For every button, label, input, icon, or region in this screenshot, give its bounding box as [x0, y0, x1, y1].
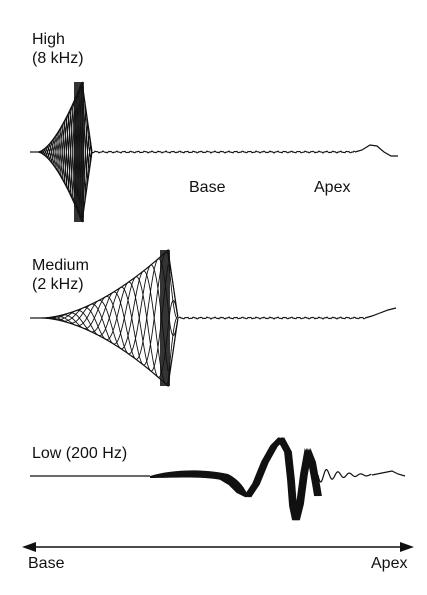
- medium-label-line1: Medium: [32, 257, 89, 274]
- axis-arrowhead-right: [400, 542, 414, 552]
- axis-right-label: Apex: [371, 555, 408, 572]
- medium-wave-peak-band: [160, 250, 170, 386]
- base-apex-axis: [22, 542, 414, 552]
- low-wave-tail-end: [371, 470, 406, 477]
- low-frequency-wave: [30, 437, 406, 521]
- medium-frequency-wave: [30, 248, 397, 388]
- high-wave-tail-line: [91, 150, 356, 154]
- low-wave-thick-band: [150, 470, 248, 496]
- medium-label-line2: (2 kHz): [32, 276, 84, 293]
- high-base-label: Base: [189, 179, 226, 196]
- medium-wave-phase-4: [42, 270, 178, 385]
- medium-wave-tail-line: [177, 316, 366, 320]
- axis-arrowhead-left: [22, 542, 36, 552]
- low-wave-tail: [317, 468, 372, 483]
- high-apex-label: Apex: [314, 179, 351, 196]
- axis-left-label: Base: [28, 555, 65, 572]
- high-label-line1: High: [32, 31, 65, 48]
- high-apex-bump: [354, 144, 398, 157]
- high-wave-peak-band: [74, 82, 84, 222]
- low-wave-phase-5: [224, 437, 322, 521]
- high-frequency-wave: [30, 81, 398, 223]
- medium-wave-envelope-top: [41, 248, 179, 319]
- medium-apex-rise: [364, 307, 397, 319]
- low-label: Low (200 Hz): [32, 445, 128, 462]
- medium-wave-envelope-bottom: [41, 317, 179, 388]
- high-label-line2: (8 kHz): [32, 50, 84, 67]
